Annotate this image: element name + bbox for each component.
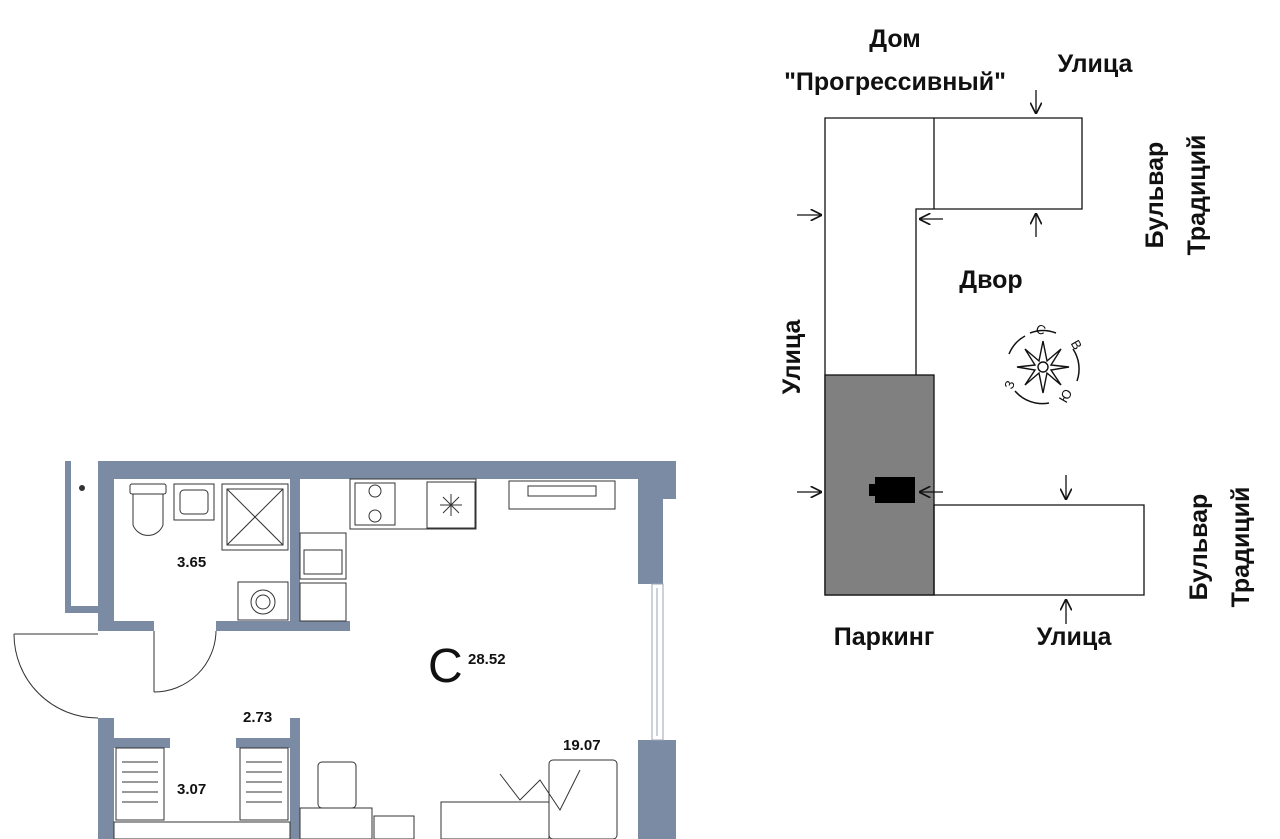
wall <box>98 718 114 839</box>
street-label-bottom: Улица <box>1037 623 1113 651</box>
tv-stand-icon <box>508 480 616 510</box>
sofa-icon <box>440 759 618 839</box>
wall <box>114 738 170 748</box>
boulevard-label-bottom: Традиций <box>1227 487 1255 608</box>
compass-north: С <box>1034 321 1048 338</box>
wall <box>290 718 300 839</box>
compass-icon: С В Ю З <box>1001 321 1085 405</box>
entrance-door <box>13 633 99 719</box>
wall <box>114 621 154 631</box>
wall <box>638 461 676 499</box>
bathroom-door <box>153 630 217 693</box>
boulevard-label-bottom: Бульвар <box>1185 494 1213 601</box>
wall <box>638 740 676 839</box>
kitchen-sink-icon <box>299 532 347 580</box>
intercom-icon <box>79 485 85 491</box>
wall <box>290 479 300 629</box>
wall <box>638 499 663 584</box>
apartment-marker-tab <box>869 484 877 496</box>
shower-icon <box>221 483 289 551</box>
area-total: 28.52 <box>468 651 506 668</box>
area-bathroom: 3.65 <box>177 554 206 571</box>
washing-machine-icon <box>237 581 289 621</box>
dishwasher-icon <box>299 582 347 622</box>
area-living: 19.07 <box>563 737 601 754</box>
kitchen-counter <box>299 478 477 622</box>
wall <box>65 461 71 613</box>
street-label-top: Улица <box>1058 50 1134 78</box>
apartment-floor-plan: 3.65 2.73 3.07 19.07 С 28.52 <box>13 461 676 839</box>
area-hallway: 2.73 <box>243 709 272 726</box>
street-label-left: Улица <box>778 319 806 395</box>
wardrobe-icon <box>113 747 291 839</box>
sink-icon <box>173 483 215 521</box>
wall <box>98 461 638 479</box>
desk-chair-icon <box>299 761 415 839</box>
area-storage: 3.07 <box>177 781 206 798</box>
compass-east: В <box>1068 337 1085 352</box>
wall <box>236 738 290 748</box>
site-plan: Дом "Прогрессивный" Улица Двор Паркинг У… <box>778 25 1255 651</box>
toilet-icon <box>129 483 167 536</box>
unit-type-letter: С <box>428 640 463 693</box>
building-label: Дом <box>869 25 921 53</box>
boulevard-label-top: Традиций <box>1183 135 1211 256</box>
parking-label: Паркинг <box>834 623 935 651</box>
building-label: "Прогрессивный" <box>784 68 1006 96</box>
fridge-icon <box>426 481 476 529</box>
stove-icon <box>354 482 396 526</box>
wall <box>98 461 114 631</box>
apartment-marker <box>875 477 915 503</box>
compass-west: З <box>1001 378 1018 391</box>
wall <box>216 621 350 631</box>
wall <box>65 606 98 613</box>
compass-south: Ю <box>1056 386 1076 405</box>
courtyard-label: Двор <box>959 266 1022 294</box>
boulevard-label-top: Бульвар <box>1141 142 1169 249</box>
